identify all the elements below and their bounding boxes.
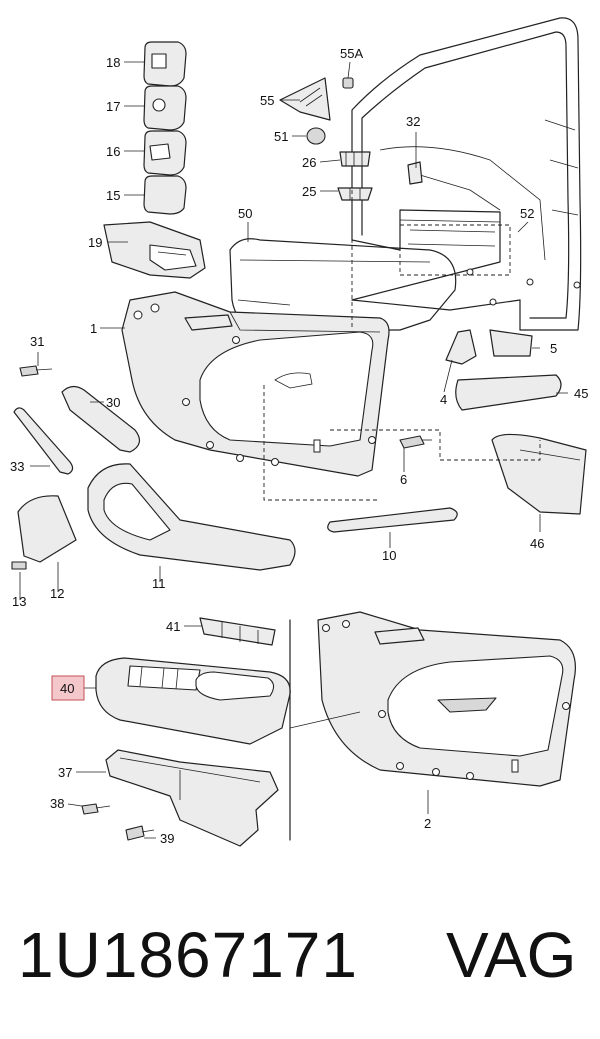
label-46: 46 (530, 536, 544, 551)
label-55a: 55A (340, 46, 363, 61)
label-32: 32 (406, 114, 420, 129)
part-41-trim (199, 617, 276, 646)
label-40: 40 (60, 681, 74, 696)
label-39: 39 (160, 831, 174, 846)
label-40-highlight: 40 (51, 675, 85, 701)
label-18: 18 (106, 55, 120, 70)
part-30-handle (61, 385, 141, 453)
label-52: 52 (520, 206, 534, 221)
label-1: 1 (90, 321, 97, 336)
label-25: 25 (302, 184, 316, 199)
label-17: 17 (106, 99, 120, 114)
label-19: 19 (88, 235, 102, 250)
label-37: 37 (58, 765, 72, 780)
label-33: 33 (10, 459, 24, 474)
label-5: 5 (550, 341, 557, 356)
part-37-bracket (105, 749, 279, 847)
part-46-pocket (491, 433, 587, 515)
door-frame (351, 17, 582, 331)
label-26: 26 (302, 155, 316, 170)
part-52-outline (399, 224, 511, 276)
part-40-switch-panel (95, 657, 291, 745)
label-2: 2 (424, 816, 431, 831)
label-30: 30 (106, 395, 120, 410)
part-1-door-trim (121, 291, 390, 477)
label-50: 50 (238, 206, 252, 221)
label-10: 10 (382, 548, 396, 563)
exploded-parts-diagram: 18 17 16 15 19 55A 55 51 26 25 32 50 52 … (10, 17, 588, 847)
label-41: 41 (166, 619, 180, 634)
part-31-screw (19, 365, 53, 377)
part-45-strip (455, 374, 562, 411)
parts-5-4-6 (399, 329, 533, 449)
label-15: 15 (106, 188, 120, 203)
caps-column (143, 41, 187, 215)
leader-lines (19, 61, 568, 839)
part-11-armrest (87, 463, 296, 571)
label-4: 4 (440, 392, 447, 407)
screws-38-39 (81, 803, 155, 841)
label-16: 16 (106, 144, 120, 159)
clips-26-25 (337, 151, 373, 201)
part-2-door-trim (289, 611, 576, 787)
label-38: 38 (50, 796, 64, 811)
part-12-13 (11, 495, 77, 570)
part-55-group (279, 77, 354, 145)
label-51: 51 (274, 129, 288, 144)
part-10-strip (327, 507, 458, 533)
brand-name: VAG (446, 919, 577, 991)
part-32-bracket (407, 161, 423, 185)
label-11: 11 (152, 576, 166, 591)
label-6: 6 (400, 472, 407, 487)
part-33-strip (13, 407, 74, 475)
label-31: 31 (30, 334, 44, 349)
part-number: 1U1867171 (18, 919, 358, 991)
label-45: 45 (574, 386, 588, 401)
label-13: 13 (12, 594, 26, 609)
label-55: 55 (260, 93, 274, 108)
label-12: 12 (50, 586, 64, 601)
part-19-housing (103, 221, 206, 279)
